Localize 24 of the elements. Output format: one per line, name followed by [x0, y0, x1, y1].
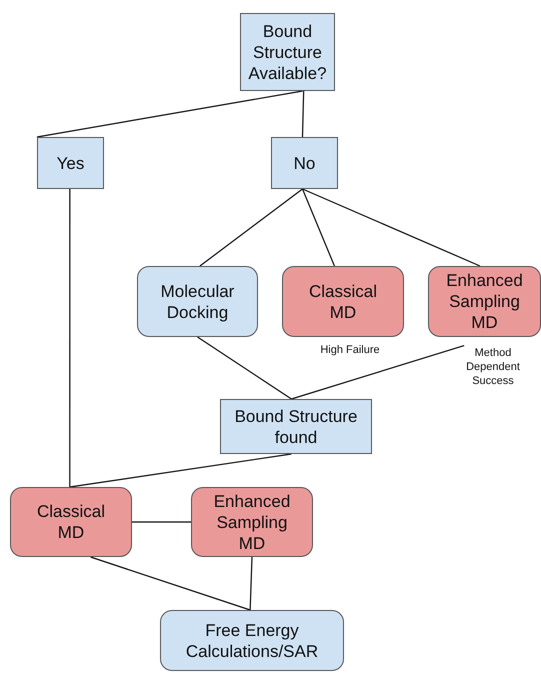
connector-line: [70, 453, 292, 488]
process-box: Bound Structure found: [220, 399, 372, 454]
rounded-process-box: Free Energy Calculations/SAR: [160, 610, 344, 671]
rounded-process-box: Classical MD: [10, 487, 132, 557]
process-box: No: [271, 137, 338, 189]
node-note: Method Dependent Success: [465, 346, 521, 388]
connector-line: [200, 188, 303, 266]
connector-line: [291, 344, 464, 400]
connector-line: [69, 189, 70, 487]
node-note: High Failure: [319, 343, 381, 357]
rounded-process-box: Classical MD: [282, 266, 404, 337]
connector-line: [197, 336, 292, 400]
rounded-process-box: Enhanced Sampling MD: [428, 266, 541, 337]
connector-line: [302, 188, 336, 266]
process-box: Yes: [37, 137, 104, 189]
rounded-process-box: Enhanced Sampling MD: [191, 487, 313, 557]
rounded-process-box: Molecular Docking: [137, 266, 258, 337]
connector-line: [132, 521, 191, 523]
connector-line: [36, 90, 303, 138]
connector-line: [302, 90, 304, 138]
connector-line: [302, 188, 480, 267]
process-box: Bound Structure Available?: [240, 13, 335, 91]
connector-line: [250, 556, 253, 610]
connector-line: [90, 556, 250, 611]
